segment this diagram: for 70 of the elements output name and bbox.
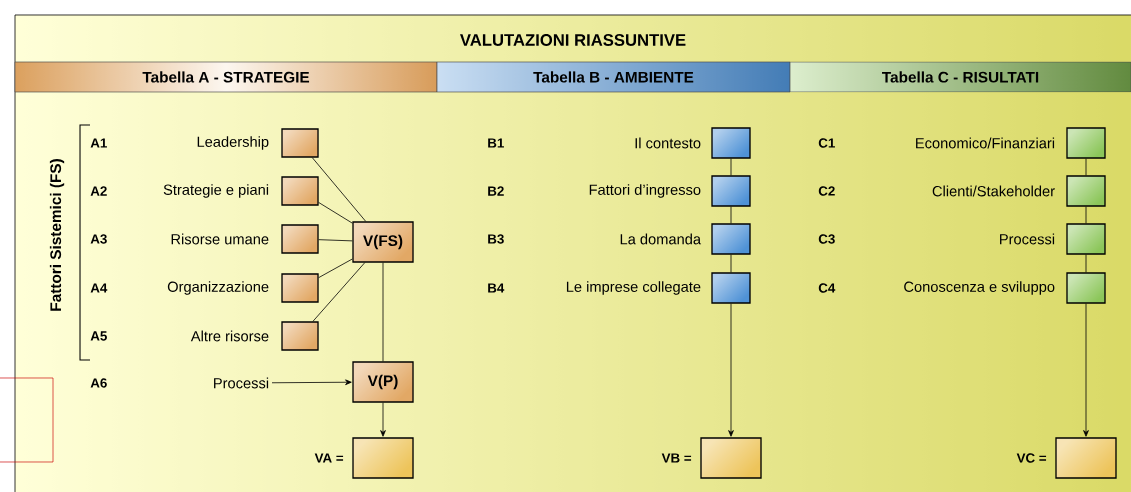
score-box — [711, 175, 751, 207]
item-label: Il contesto — [635, 137, 701, 149]
item-code: A3 — [90, 234, 107, 244]
connector-line — [318, 239, 353, 242]
item-code: A5 — [90, 331, 107, 341]
item-code: A6 — [90, 378, 107, 388]
item-code: A1 — [90, 138, 107, 148]
connector-line — [1085, 254, 1087, 273]
value-label: VB = — [661, 453, 692, 463]
connector-line — [730, 158, 732, 176]
item-code: C1 — [818, 138, 835, 148]
value-label: VC = — [1016, 453, 1047, 463]
item-label: Clienti/Stakeholder — [932, 185, 1055, 197]
score-box — [711, 223, 751, 255]
process-label: Processi — [214, 377, 269, 389]
connector-line — [318, 202, 353, 224]
value-label: VA = — [314, 453, 344, 463]
score-box — [352, 437, 414, 479]
table-header-band: Tabella C - RISULTATI — [789, 61, 1131, 93]
item-label: La domanda — [620, 233, 702, 245]
title: VALUTAZIONI RIASSUNTIVE — [460, 34, 686, 46]
item-code: B2 — [488, 186, 504, 196]
score-box — [281, 273, 319, 303]
arrow — [728, 303, 734, 437]
score-box — [281, 224, 319, 254]
connector-line — [312, 262, 366, 322]
item-code: B3 — [488, 234, 504, 244]
score-box: V(P) — [352, 361, 414, 403]
score-box — [281, 176, 319, 206]
table-header-band: Tabella B - AMBIENTE — [436, 61, 791, 93]
score-box: V(FS) — [352, 221, 414, 263]
connector-line — [382, 262, 384, 362]
table-header-band: Tabella A - STRATEGIE — [14, 61, 438, 93]
item-label: Leadership — [197, 136, 269, 150]
arrow — [271, 379, 352, 386]
item-code: B4 — [488, 283, 505, 293]
item-label: Economico/Finanziari — [916, 137, 1055, 149]
connector-line — [311, 157, 367, 222]
score-box — [1066, 175, 1106, 207]
connector-line — [1085, 206, 1087, 224]
arrow — [380, 402, 386, 437]
item-label: Risorse umane — [171, 233, 269, 245]
score-box — [1055, 437, 1117, 479]
item-code: C3 — [818, 234, 835, 244]
item-label: Le imprese collegate — [566, 281, 701, 295]
axis-label: Fattori Sistemici (FS) — [49, 159, 65, 311]
connector-line — [1085, 158, 1087, 176]
score-box — [1066, 272, 1106, 304]
item-code: B1 — [488, 138, 504, 148]
item-label: Strategie e piani — [163, 184, 269, 198]
item-code: A4 — [90, 283, 108, 293]
score-box — [281, 321, 319, 351]
arrow — [1083, 303, 1089, 437]
item-code: C2 — [818, 186, 835, 196]
item-code: C4 — [818, 283, 836, 293]
score-box — [700, 437, 762, 479]
item-label: Conoscenza e sviluppo — [904, 281, 1055, 295]
score-box — [711, 272, 751, 304]
connector-line — [730, 254, 732, 273]
item-label: Processi — [1000, 233, 1055, 245]
score-box — [281, 128, 319, 158]
item-label: Fattori d’ingresso — [589, 184, 701, 198]
connector-line — [318, 258, 353, 279]
score-box — [1066, 223, 1106, 255]
connector-line — [730, 206, 732, 224]
item-code: A2 — [90, 186, 107, 196]
score-box — [1066, 127, 1106, 159]
score-box — [711, 127, 751, 159]
item-label: Altre risorse — [190, 330, 269, 342]
item-label: Organizzazione — [167, 281, 269, 295]
